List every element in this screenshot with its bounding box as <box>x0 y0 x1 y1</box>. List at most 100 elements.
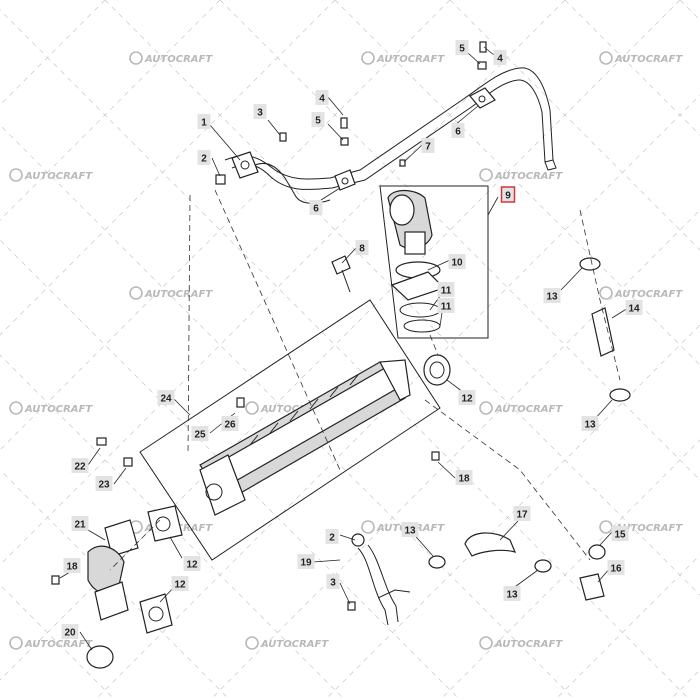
callout-number: 7 <box>425 142 431 153</box>
dashed-guide-lines <box>109 189 621 571</box>
callout-box <box>221 416 239 431</box>
callout-13: 13 <box>503 586 521 601</box>
watermark-logo: AUTOCRAFT <box>245 636 329 650</box>
watermark-logo: AUTOCRAFT <box>129 286 213 300</box>
watermark-grid-line <box>554 554 700 700</box>
callout-number: 22 <box>74 462 86 473</box>
callout-4: 4 <box>315 90 329 105</box>
small-parts-right <box>579 544 606 601</box>
callout-number: 21 <box>74 520 86 531</box>
callout-number: 19 <box>300 558 312 569</box>
watermark-logo: AUTOCRAFT <box>599 286 683 300</box>
callout-box <box>455 40 469 55</box>
watermark-logo: AUTOCRAFT <box>479 636 563 650</box>
callout-12: 12 <box>171 576 189 591</box>
callout-21: 21 <box>71 516 89 531</box>
callout-18: 18 <box>455 470 473 485</box>
callout-number: 18 <box>66 562 78 573</box>
watermark-logo: AUTOCRAFT <box>9 401 93 415</box>
callout-box <box>311 112 325 127</box>
callout-number: 16 <box>610 564 622 575</box>
callout-number: 23 <box>98 480 110 491</box>
callout-18: 18 <box>63 558 81 573</box>
callout-number: 12 <box>461 394 473 405</box>
callout-9: 9 <box>500 186 516 203</box>
callout-box <box>297 554 315 569</box>
callout-box <box>458 390 476 405</box>
callout-box <box>315 90 329 105</box>
callout-box <box>71 516 89 531</box>
callout-13: 13 <box>401 522 419 537</box>
callout-number: 1 <box>201 118 207 129</box>
callout-number: 3 <box>257 108 263 119</box>
watermark-grid-line <box>94 94 700 700</box>
callout-box <box>95 476 113 491</box>
svg-text:AUTOCRAFT: AUTOCRAFT <box>614 523 683 534</box>
callout-box <box>197 114 211 129</box>
callout-13: 13 <box>543 288 561 303</box>
svg-text:AUTOCRAFT: AUTOCRAFT <box>24 171 93 182</box>
svg-text:AUTOCRAFT: AUTOCRAFT <box>144 289 213 300</box>
callout-number: 12 <box>174 580 186 591</box>
callout-13: 13 <box>581 416 599 431</box>
watermark-grid-line <box>0 124 576 700</box>
callout-number: 20 <box>64 628 76 639</box>
callout-box <box>191 426 209 441</box>
callout-number: 9 <box>505 191 511 202</box>
callout-5: 5 <box>455 40 469 55</box>
callout-number: 24 <box>160 394 172 405</box>
watermark-logo: AUTOCRAFT <box>129 51 213 65</box>
callout-17: 17 <box>513 506 531 521</box>
callout-box <box>500 186 516 203</box>
callout-labels: 1234567654698101111131412132425262223182… <box>61 40 643 639</box>
callout-number: 5 <box>315 116 321 127</box>
watermark-grid-line <box>679 0 700 21</box>
egr-valve-assembly <box>379 185 489 339</box>
callout-20: 20 <box>61 624 79 639</box>
watermark-grid-line <box>324 324 700 700</box>
plug <box>86 645 114 669</box>
svg-text:AUTOCRAFT: AUTOCRAFT <box>260 404 329 415</box>
callout-3: 3 <box>326 574 340 589</box>
watermark-logo: AUTOCRAFT <box>479 168 563 182</box>
callout-1: 1 <box>197 114 211 129</box>
callout-number: 2 <box>201 154 207 165</box>
callout-box <box>513 506 531 521</box>
callout-box <box>355 240 369 255</box>
callout-box <box>401 522 419 537</box>
callout-6: 6 <box>309 200 323 215</box>
callout-12: 12 <box>458 390 476 405</box>
callout-box <box>197 150 211 165</box>
callout-box <box>451 123 465 138</box>
svg-text:AUTOCRAFT: AUTOCRAFT <box>494 404 563 415</box>
callout-number: 13 <box>506 590 518 601</box>
callout-box <box>183 556 201 571</box>
callout-2: 2 <box>325 529 339 544</box>
callout-box <box>607 560 625 575</box>
coolant-hoses <box>464 307 615 557</box>
svg-text:AUTOCRAFT: AUTOCRAFT <box>144 54 213 65</box>
callout-box <box>437 282 455 297</box>
callout-26: 26 <box>221 416 239 431</box>
watermark-grid-line <box>0 354 346 700</box>
callout-25: 25 <box>191 426 209 441</box>
watermark-grid-line <box>0 0 106 106</box>
callout-11: 11 <box>437 282 455 297</box>
egr-cooler <box>139 299 441 561</box>
callout-24: 24 <box>157 390 175 405</box>
watermark-logo: AUTOCRAFT <box>245 401 329 415</box>
callout-number: 13 <box>584 420 596 431</box>
callout-15: 15 <box>611 526 629 541</box>
watermark-logo: AUTOCRAFT <box>479 401 563 415</box>
svg-text:AUTOCRAFT: AUTOCRAFT <box>494 171 563 182</box>
callout-box <box>157 390 175 405</box>
callout-number: 8 <box>359 244 365 255</box>
gaskets <box>139 354 451 634</box>
callout-number: 17 <box>516 510 528 521</box>
callout-number: 5 <box>459 44 465 55</box>
callout-number: 15 <box>614 530 626 541</box>
callout-box <box>325 529 339 544</box>
callout-number: 11 <box>441 302 452 313</box>
